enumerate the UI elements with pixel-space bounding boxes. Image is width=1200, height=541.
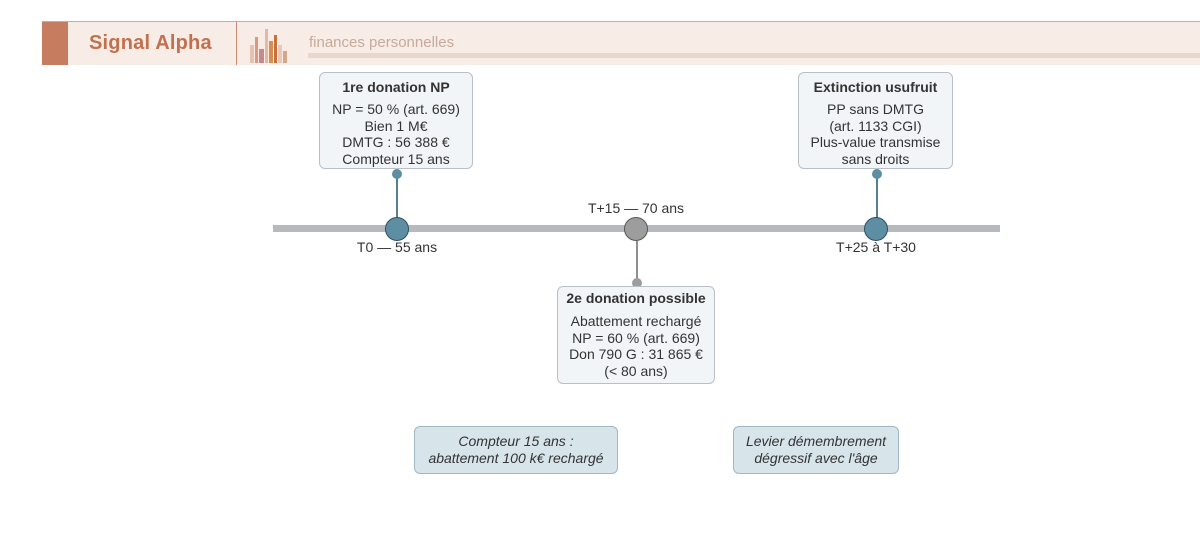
header-rule (308, 53, 1200, 58)
note-leverage: Levier démembrement dégressif avec l'âge (733, 426, 899, 474)
timeline-node-t0 (385, 217, 409, 241)
connector-t15 (636, 241, 638, 281)
event-title: Extinction usufruit (813, 79, 938, 95)
event-card-second-donation: 2e donation possible Abattement rechargé… (557, 286, 715, 384)
timeline-node-t15 (624, 217, 648, 241)
event-line: Don 790 G : 31 865 € (569, 346, 703, 362)
note-line: dégressif avec l'âge (754, 450, 878, 466)
connector-dot-t25 (872, 169, 882, 179)
timeline-label-t25: T+25 à T+30 (836, 239, 916, 255)
connector-dot-t0 (392, 169, 402, 179)
note-line: Levier démembrement (745, 433, 887, 449)
brand-swatch (42, 22, 68, 65)
event-card-usufruct-extinction: Extinction usufruit PP sans DMTG (art. 1… (798, 72, 953, 169)
connector-t25 (876, 175, 878, 218)
event-line: Bien 1 M€ (364, 117, 428, 134)
tagline: finances personnelles (309, 34, 455, 51)
event-line: Compteur 15 ans (342, 150, 450, 167)
event-line: NP = 60 % (art. 669) (572, 329, 700, 346)
header-divider (236, 22, 237, 65)
note-line: Compteur 15 ans : (458, 433, 574, 449)
event-line: DMTG : 56 388 € (342, 134, 450, 150)
event-line: (< 80 ans) (604, 362, 668, 379)
timeline-label-t15: T+15 — 70 ans (587, 200, 685, 216)
event-line: NP = 50 % (art. 669) (332, 101, 460, 117)
event-title: 1re donation NP (342, 79, 450, 95)
timeline-node-t25 (864, 217, 888, 241)
bar-chart-logo-icon (250, 29, 287, 63)
connector-dot-t15 (632, 278, 642, 288)
connector-t0 (396, 175, 398, 218)
note-line: abattement 100 k€ rechargé (428, 450, 604, 466)
event-line: Abattement rechargé (570, 313, 702, 329)
header-banner: Signal Alpha finances personnelles (42, 21, 1200, 65)
brand-name: Signal Alpha (89, 32, 212, 54)
event-line: Plus-value transmise (810, 134, 941, 150)
event-line: (art. 1133 CGI) (829, 117, 922, 134)
note-counter: Compteur 15 ans : abattement 100 k€ rech… (414, 426, 618, 474)
event-card-first-donation: 1re donation NP NP = 50 % (art. 669) Bie… (319, 72, 473, 169)
event-title: 2e donation possible (566, 290, 706, 306)
event-line: PP sans DMTG (827, 101, 924, 117)
timeline-label-t0: T0 — 55 ans (356, 239, 438, 255)
event-line: sans droits (841, 150, 910, 167)
